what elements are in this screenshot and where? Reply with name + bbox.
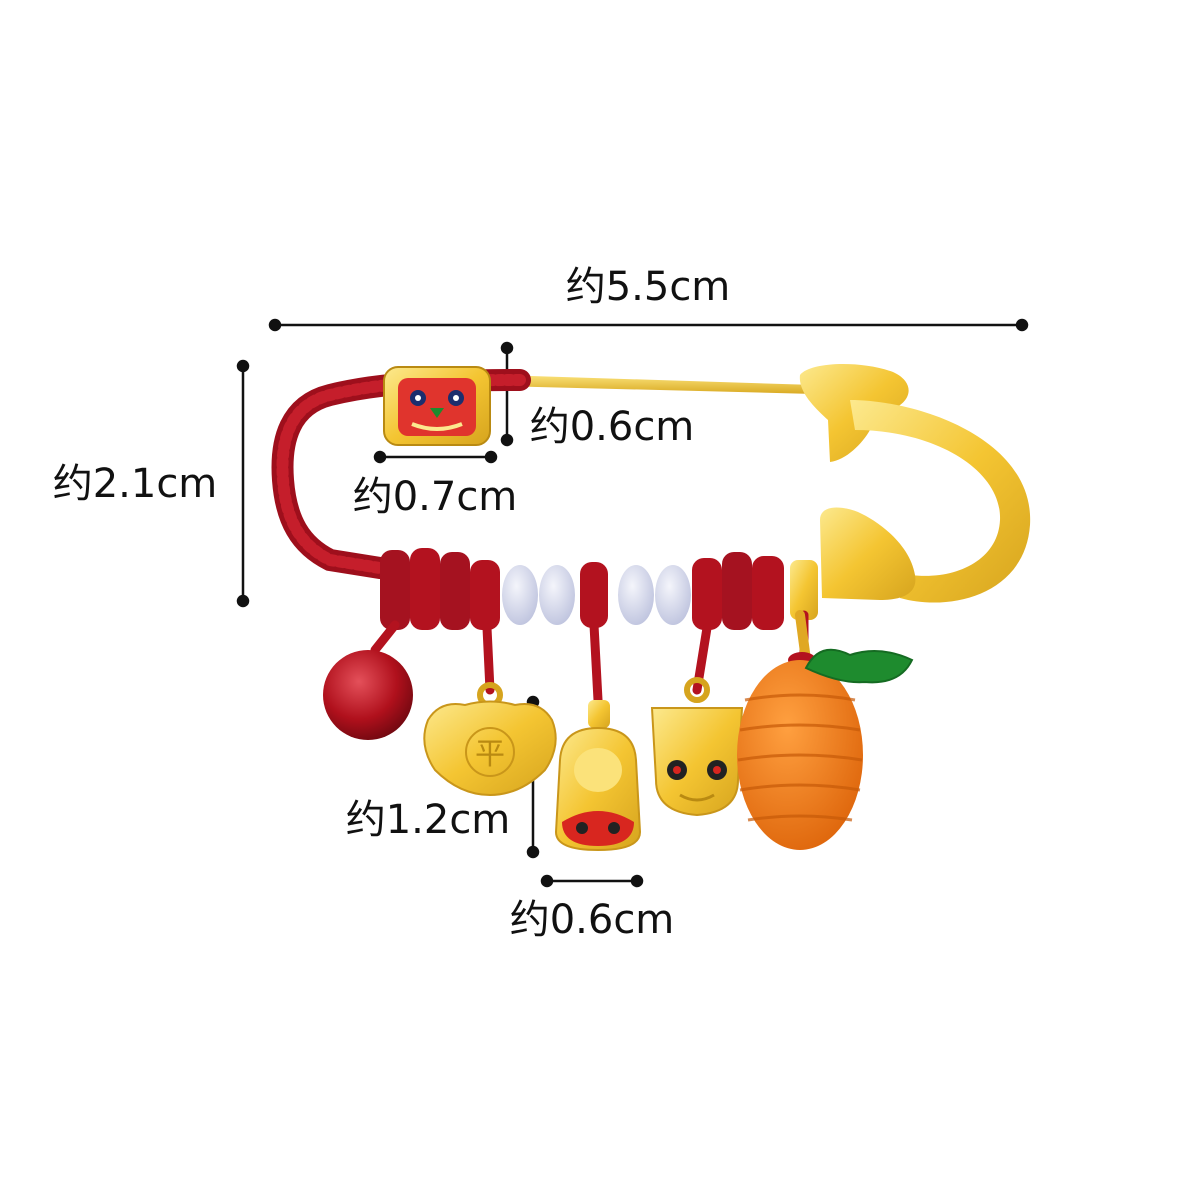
agate-bead <box>323 650 413 740</box>
red-cord-coils <box>380 548 818 630</box>
overall-height-label: 约2.1cm <box>53 461 218 507</box>
jade-beads <box>502 565 691 625</box>
tiger-shoe-charm <box>554 700 642 852</box>
dimension-lines <box>236 318 1029 888</box>
lock-charm-glyph: 平 <box>475 737 505 772</box>
tiger-head-bead <box>383 366 491 446</box>
orange-knot <box>737 610 914 850</box>
top-charm-height-label: 约0.6cm <box>530 404 695 450</box>
overall-width-label: 约5.5cm <box>566 264 731 310</box>
safety-pin <box>500 364 1031 603</box>
top-charm-width-label: 约0.7cm <box>353 474 518 520</box>
pendant-width-label: 约0.6cm <box>510 897 675 943</box>
lock-charm: 平 <box>423 682 557 797</box>
tiger-bell-charm <box>650 677 744 817</box>
pendant-height-label: 约1.2cm <box>346 797 511 843</box>
leaf-icon <box>804 648 914 684</box>
